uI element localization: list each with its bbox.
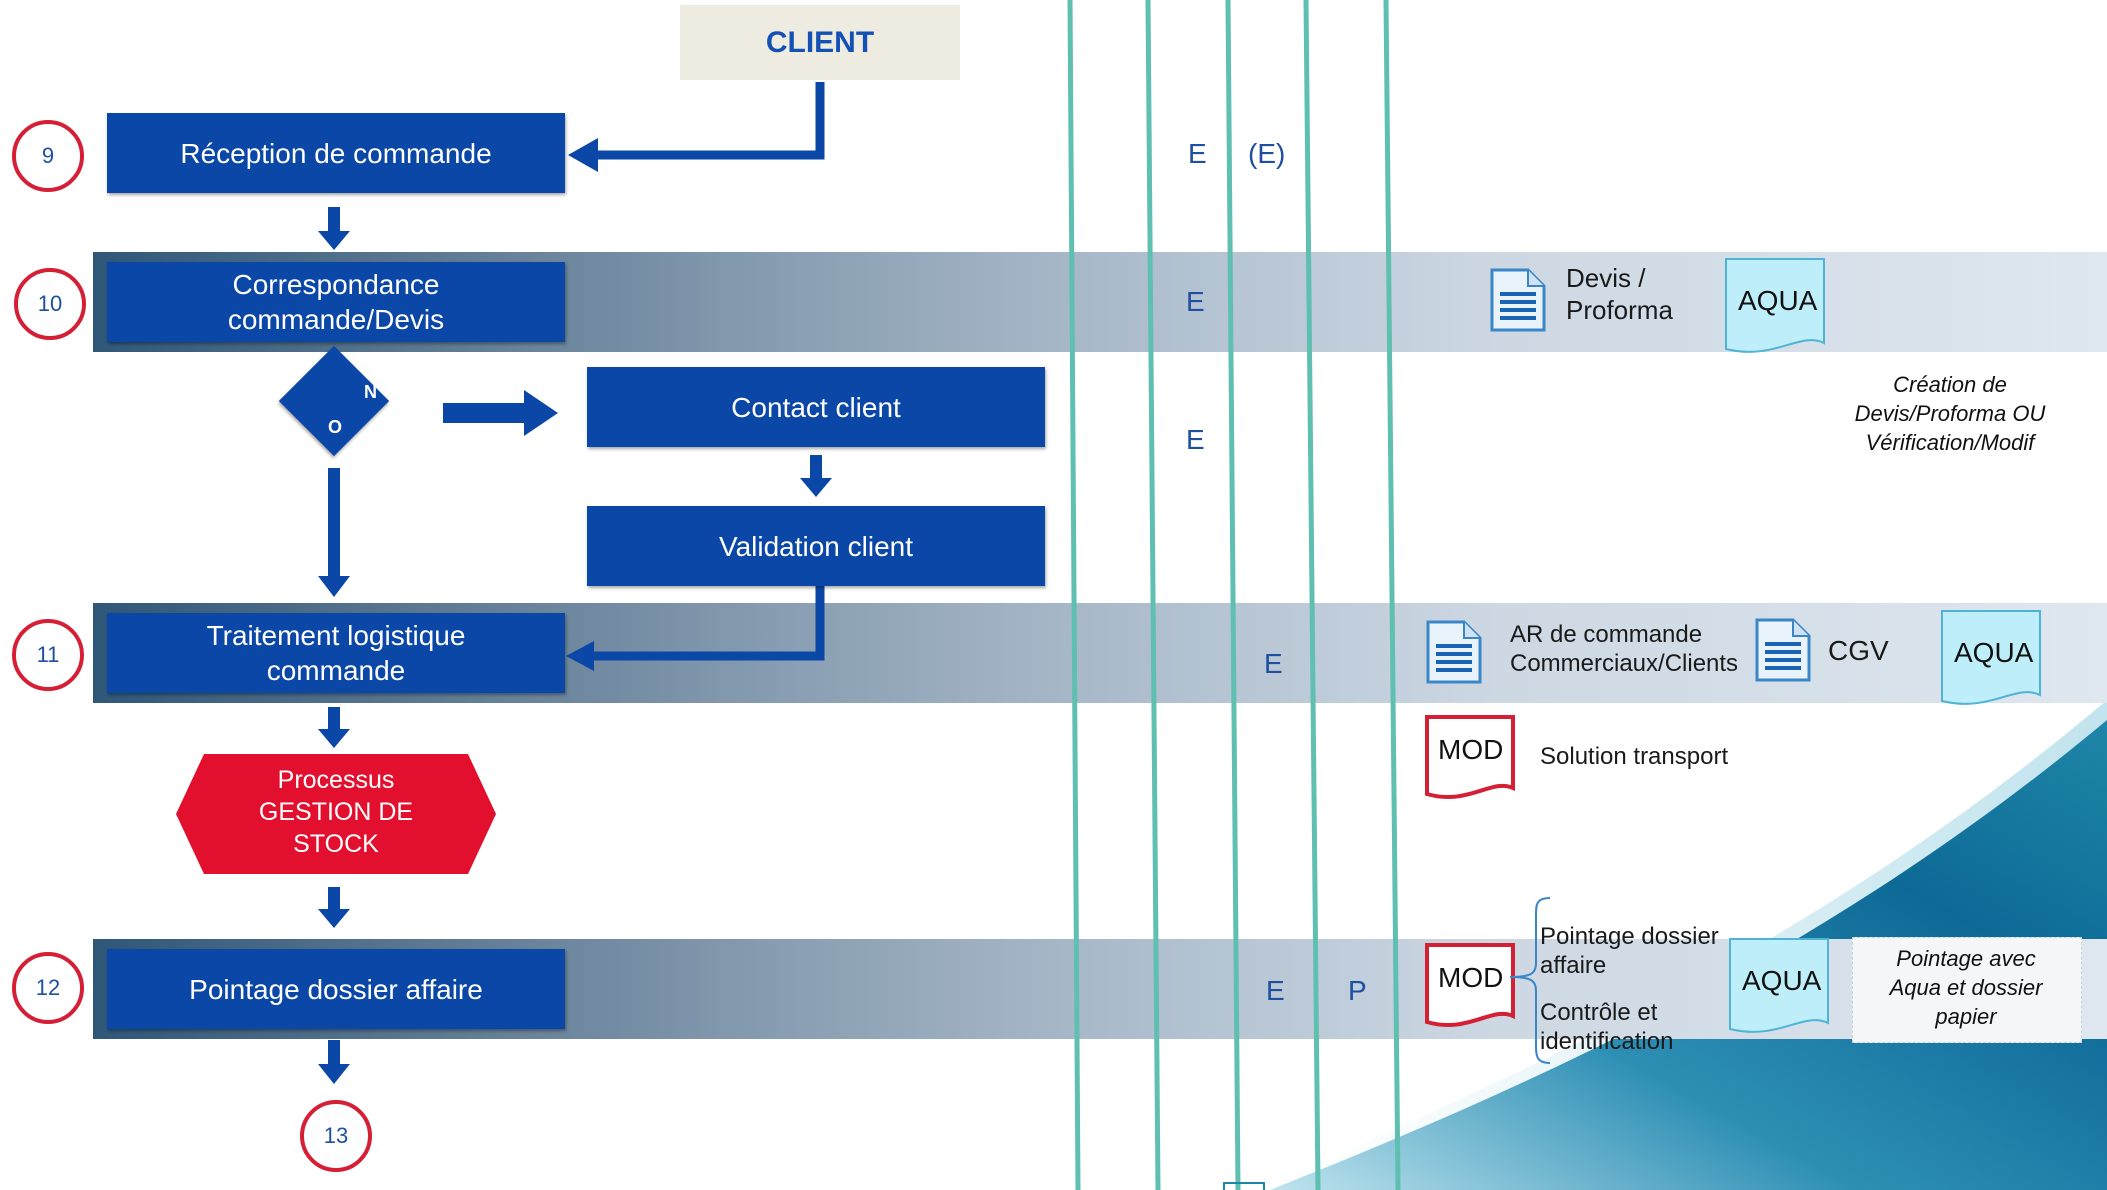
document-icon <box>1755 618 1811 682</box>
aqua-label: AQUA <box>1954 637 2034 668</box>
devis-line: Devis / <box>1566 263 1646 293</box>
step-box-traitement: Traitement logistique commande <box>107 613 565 693</box>
step-number-10: 10 <box>14 268 86 340</box>
lane-letter-e: E <box>1264 648 1283 679</box>
note-line: Aqua et dossier <box>1889 975 2043 1000</box>
aqua-label: AQUA <box>1738 285 1818 316</box>
controle-line-1: Contrôle et <box>1540 999 1658 1026</box>
mod-document-shape <box>1425 715 1515 800</box>
ar-line-2: Commerciaux/Clients <box>1510 650 1739 677</box>
note-line: Devis/Proforma OU <box>1854 401 2046 426</box>
aqua-document-shape <box>1941 610 2041 705</box>
validation-client-box: Validation client <box>587 506 1045 586</box>
proforma-line: Proforma <box>1566 295 1673 325</box>
mod-label: MOD <box>1438 734 1504 765</box>
lane-letter-e: E <box>1266 975 1285 1006</box>
pointage-line-1: Pointage dossier <box>1540 923 1719 950</box>
brace-connector <box>1509 897 1551 1064</box>
lane-letter-p: P <box>1348 975 1367 1006</box>
step-number-13: 13 <box>300 1100 372 1172</box>
decision-no-label: N <box>364 382 377 402</box>
note-line: Création de <box>1893 372 2007 397</box>
lane-letter-e: E <box>1188 138 1207 169</box>
note-line: papier <box>1935 1004 1997 1029</box>
controle-line-2: identification <box>1540 1028 1674 1055</box>
cgv-label: CGV <box>1828 635 1889 666</box>
client-label: CLIENT <box>765 25 875 59</box>
controle-identification-label: Contrôle et identification <box>1540 998 1673 1056</box>
aqua-label: AQUA <box>1742 965 1822 996</box>
devis-proforma-label: Devis / Proforma <box>1566 262 1673 326</box>
pointage-dossier-affaire-label: Pointage dossier affaire <box>1540 922 1719 980</box>
ar-line-1: AR de commande <box>1510 621 1703 648</box>
step-number-12: 12 <box>12 952 84 1024</box>
lane-letter-e-paren: (E) <box>1248 138 1286 169</box>
document-icon <box>1426 620 1482 684</box>
process-line-3: STOCK <box>293 830 379 858</box>
decision-yes-label: O <box>328 417 343 437</box>
step-box-correspondance: Correspondance commande/Devis <box>107 262 565 342</box>
client-box: CLIENT <box>680 5 960 80</box>
note-pointage-box <box>1852 937 2082 1043</box>
note-pointage-aqua: Pointage avec Aqua et dossier papier <box>1852 944 2080 1031</box>
aqua-document-shape <box>1725 258 1825 353</box>
correspondance-label: Correspondance commande/Devis <box>227 269 445 335</box>
document-icon <box>1490 268 1546 332</box>
mod-document-shape <box>1425 943 1515 1028</box>
lane-letter-e: E <box>1186 424 1205 455</box>
ar-commande-label: AR de commande Commerciaux/Clients <box>1510 620 1738 678</box>
pointage-line-2: affaire <box>1540 952 1607 979</box>
process-label: Processus GESTION DE STOCK <box>176 764 496 860</box>
mod-label: MOD <box>1438 962 1504 993</box>
contact-client-box: Contact client <box>587 367 1045 447</box>
process-line-1: Processus <box>277 766 395 794</box>
lane-letter-e: E <box>1186 286 1205 317</box>
step-number-11: 11 <box>12 619 84 691</box>
step-box-reception: Réception de commande <box>107 113 565 193</box>
note-line: Pointage avec <box>1896 946 2036 971</box>
note-creation-devis: Création de Devis/Proforma OU Vérificati… <box>1820 370 2080 457</box>
process-line-2: GESTION DE <box>258 798 414 826</box>
step-number-9: 9 <box>12 120 84 192</box>
step-box-pointage: Pointage dossier affaire <box>107 949 565 1029</box>
note-line: Vérification/Modif <box>1865 430 2035 455</box>
aqua-document-shape <box>1729 938 1829 1033</box>
traitement-label: Traitement logistique commande <box>206 620 466 686</box>
solution-transport-label: Solution transport <box>1540 743 1729 770</box>
process-hexagon <box>176 754 496 874</box>
